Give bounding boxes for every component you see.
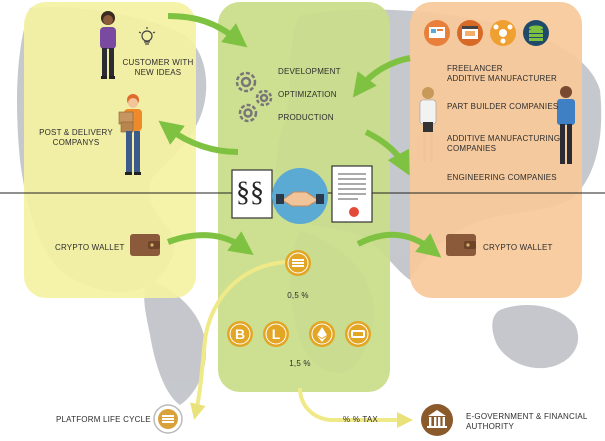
paragraph-symbol: §§ xyxy=(236,177,264,208)
screen-design-icon xyxy=(424,20,450,46)
dash-icon xyxy=(345,321,371,347)
process-development: DEVELOPMENT xyxy=(278,67,341,76)
arrow-center-to-post xyxy=(158,120,239,155)
role-engineering: ENGINEERING COMPANIES xyxy=(447,173,557,182)
process-production: PRODUCTION xyxy=(278,113,334,122)
arrow-center-to-wallet xyxy=(356,231,442,258)
arrow-to-tax xyxy=(298,387,413,428)
gear-icon-bottom xyxy=(238,103,258,123)
arrow-right-to-center xyxy=(352,55,411,98)
bitcoin-icon: B xyxy=(227,321,253,347)
blueprint-window-icon xyxy=(457,20,483,46)
role-am-companies: ADDITIVE MANUFACTURING COMPANIES xyxy=(447,134,561,153)
network-nodes-icon xyxy=(490,20,516,46)
left-panel xyxy=(24,2,196,298)
svg-text:L: L xyxy=(272,326,281,342)
gear-icon-middle xyxy=(255,89,273,107)
arrow-customer-to-center xyxy=(167,13,248,48)
customer-label: CUSTOMER WITH NEW IDEAS xyxy=(122,58,194,77)
law-document-icon xyxy=(231,169,273,219)
platform-lifecycle-label: PLATFORM LIFE CYCLE xyxy=(56,415,151,424)
arrow-coin-to-platform xyxy=(190,260,287,420)
platform-lifecycle-icon xyxy=(153,404,183,434)
arrow-center-to-right xyxy=(364,129,410,176)
right-wallet-label: CRYPTO WALLET xyxy=(483,243,553,252)
lightbulb-icon xyxy=(138,27,156,45)
tax-label: % % TAX xyxy=(343,415,378,424)
gear-icon-top xyxy=(235,71,257,93)
government-building-icon xyxy=(421,404,453,436)
database-stack-icon xyxy=(523,20,549,46)
left-wallet-icon xyxy=(130,234,160,256)
engineer-woman-icon xyxy=(419,87,437,162)
left-wallet-label: CRYPTO WALLET xyxy=(55,243,125,252)
certificate-document-icon xyxy=(331,165,373,223)
delivery-person-icon xyxy=(118,94,142,175)
engineer-man-icon xyxy=(557,86,575,164)
post-delivery-label: POST & DELIVERY COMPANYS xyxy=(39,128,113,147)
fee-large-label: 1,5 % xyxy=(289,359,311,368)
role-part-builder: PART BUILDER COMPANIES xyxy=(447,102,559,111)
arrow-wallet-to-center xyxy=(166,231,254,256)
right-wallet-icon xyxy=(446,234,476,256)
fee-small-label: 0,5 % xyxy=(287,291,309,300)
handshake-icon xyxy=(272,168,328,224)
authority-label: E-GOVERNMENT & FINANCIAL AUTHORITY xyxy=(466,412,588,431)
ethereum-icon xyxy=(309,321,335,347)
customer-person-icon xyxy=(100,11,116,79)
svg-text:B: B xyxy=(235,326,245,342)
platform-coin-icon xyxy=(285,250,311,276)
process-optimization: OPTIMIZATION xyxy=(278,90,337,99)
role-freelancer: FREELANCER ADDITIVE MANUFACTURER xyxy=(447,64,557,83)
litecoin-icon: L xyxy=(263,321,289,347)
right-panel xyxy=(410,2,582,298)
